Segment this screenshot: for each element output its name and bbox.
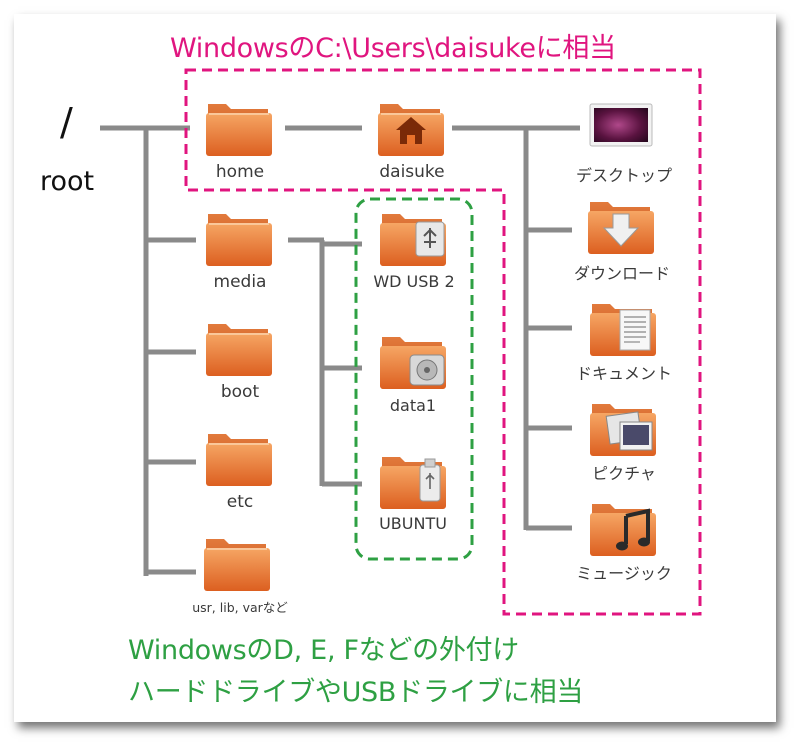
folder-label-ubuntu[interactable]: UBUNTU xyxy=(379,514,447,533)
folder-icon[interactable] xyxy=(206,104,272,156)
usb-drive-folder-icon[interactable] xyxy=(380,214,446,266)
root-slash: / xyxy=(60,100,73,144)
folder-label-media[interactable]: media xyxy=(213,272,267,292)
folder-label-wd-usb[interactable]: WD USB 2 xyxy=(373,272,455,291)
folder-icon[interactable] xyxy=(206,214,272,266)
user-home-annotation: WindowsのC:\Users\daisukeに相当 xyxy=(170,33,616,64)
hard-drive-folder-icon[interactable] xyxy=(380,337,446,389)
folder-label-home[interactable]: home xyxy=(215,162,265,182)
usb-stick-folder-icon[interactable] xyxy=(380,457,446,509)
folder-label-data1[interactable]: data1 xyxy=(389,396,437,415)
home-folder-icon[interactable] xyxy=(378,104,444,156)
folder-label-download[interactable]: ダウンロード xyxy=(573,264,671,283)
folder-label-usr[interactable]: usr, lib, varなど xyxy=(192,600,288,615)
music-folder-icon[interactable] xyxy=(590,504,656,556)
media-annotation: WindowsのD, E, Fなどの外付け ハードドライブやUSBドライブに相当 xyxy=(128,630,583,714)
folder-label-etc[interactable]: etc xyxy=(226,492,254,512)
folder-icon[interactable] xyxy=(206,434,272,486)
media-annotation-line1: WindowsのD, E, Fなどの外付け xyxy=(128,635,519,666)
tree-lines xyxy=(100,125,580,576)
media-dashed-box xyxy=(354,197,474,561)
download-folder-icon[interactable] xyxy=(588,202,654,254)
folder-icon[interactable] xyxy=(204,539,270,591)
media-annotation-line2: ハードドライブやUSBドライブに相当 xyxy=(128,677,584,708)
root-label: root xyxy=(40,166,95,197)
picture-folder-icon[interactable] xyxy=(590,404,656,456)
folder-label-boot[interactable]: boot xyxy=(220,382,260,402)
folder-label-daisuke[interactable]: daisuke xyxy=(379,162,445,182)
folder-label-desktop[interactable]: デスクトップ xyxy=(575,166,673,185)
user-home-dashed-box xyxy=(184,68,702,616)
folder-label-document[interactable]: ドキュメント xyxy=(575,364,673,383)
document-folder-icon[interactable] xyxy=(590,304,656,356)
desktop-icon[interactable] xyxy=(589,103,653,147)
folder-icon[interactable] xyxy=(206,324,272,376)
folder-label-picture[interactable]: ピクチャ xyxy=(592,464,656,483)
folder-label-music[interactable]: ミュージック xyxy=(576,564,672,583)
